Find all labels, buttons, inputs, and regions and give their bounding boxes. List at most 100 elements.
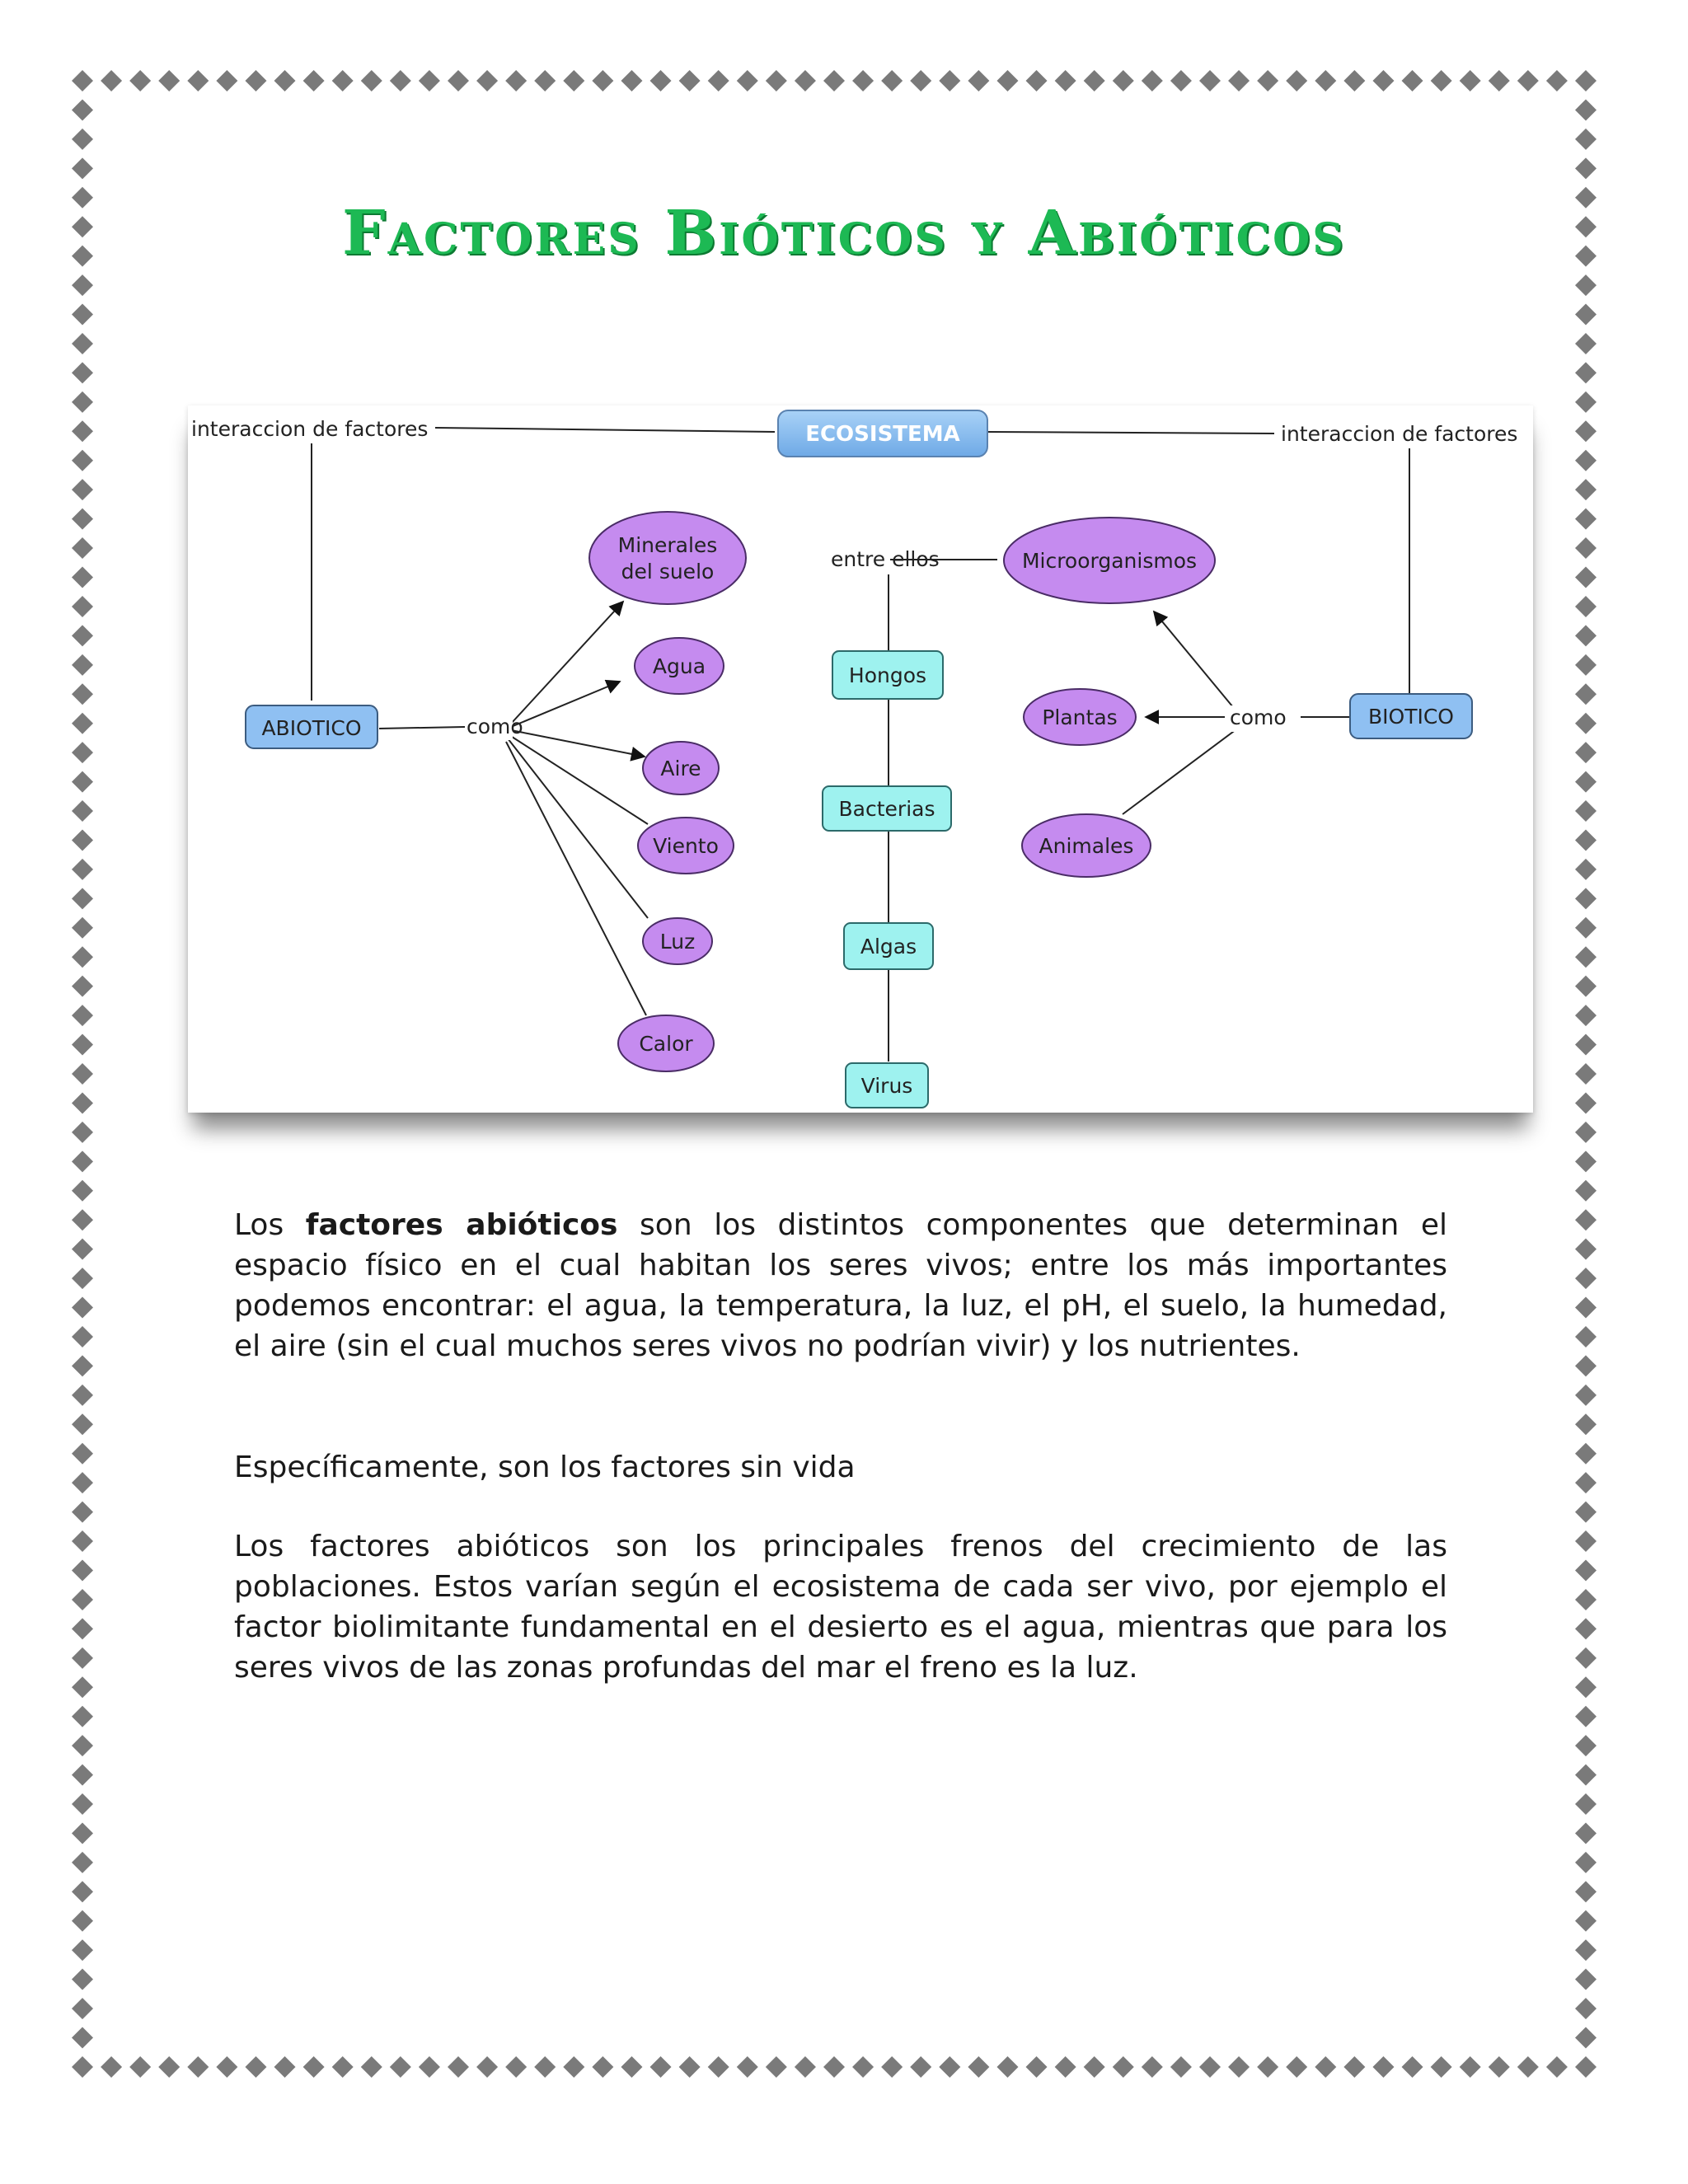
border-diamond	[448, 2056, 469, 2078]
svg-text:Microorganismos: Microorganismos	[1022, 549, 1197, 573]
node-plantas: Plantas	[1023, 688, 1137, 746]
border-diamond	[823, 70, 845, 91]
border-diamond	[72, 1910, 93, 1932]
border-diamond	[72, 1764, 93, 1786]
border-diamond	[1083, 2056, 1105, 2078]
border-diamond	[1575, 1033, 1597, 1056]
border-diamond	[1517, 2056, 1539, 2078]
link-como-right: como	[1230, 705, 1287, 729]
border-diamond	[72, 157, 93, 180]
border-diamond	[1112, 70, 1134, 91]
border-diamond	[794, 2056, 816, 2078]
border-diamond	[1575, 128, 1597, 150]
border-diamond	[158, 70, 181, 91]
border-diamond	[1170, 2056, 1192, 2078]
border-diamond	[1141, 70, 1163, 91]
border-diamond	[1083, 70, 1105, 91]
border-diamond	[563, 70, 585, 91]
concept-map: interaccion de factores interaccion de f…	[188, 405, 1533, 1113]
border-diamond	[1575, 1647, 1597, 1669]
border-diamond	[72, 1647, 93, 1669]
border-diamond	[72, 566, 93, 588]
border-diamond	[72, 245, 93, 267]
border-diamond	[649, 70, 672, 91]
border-diamond	[1228, 2056, 1250, 2078]
border-diamond	[1575, 508, 1597, 530]
border-diamond	[1430, 70, 1452, 91]
border-diamond	[72, 274, 93, 297]
border-diamond	[534, 2056, 556, 2078]
border-diamond	[216, 70, 238, 91]
border-diamond	[1141, 2056, 1163, 2078]
border-diamond	[1401, 2056, 1423, 2078]
border-diamond	[72, 1442, 93, 1465]
border-diamond	[1575, 1998, 1597, 2020]
border-diamond	[1488, 70, 1510, 91]
border-diamond	[1575, 1588, 1597, 1610]
border-diamond	[1575, 274, 1597, 297]
border-diamond	[1575, 332, 1597, 354]
border-diamond	[1575, 595, 1597, 617]
border-diamond	[1575, 1472, 1597, 1494]
border-diamond	[389, 2056, 411, 2078]
border-diamond	[187, 70, 209, 91]
svg-text:Viento: Viento	[653, 834, 719, 858]
border-diamond	[72, 829, 93, 851]
link-interaccion-right: interaccion de factores	[1281, 422, 1517, 446]
border-diamond	[72, 479, 93, 501]
border-diamond	[72, 975, 93, 997]
border-diamond	[881, 70, 903, 91]
border-diamond	[72, 1472, 93, 1494]
svg-text:Agua: Agua	[653, 654, 706, 678]
border-diamond	[1575, 1268, 1597, 1290]
border-diamond	[1228, 70, 1250, 91]
border-diamond	[1575, 1384, 1597, 1406]
node-hongos: Hongos	[832, 650, 944, 700]
border-diamond	[72, 391, 93, 413]
border-diamond	[72, 420, 93, 443]
border-diamond	[1575, 742, 1597, 764]
border-diamond	[245, 70, 267, 91]
border-diamond	[476, 2056, 499, 2078]
border-diamond	[1575, 1151, 1597, 1173]
border-diamond	[881, 2056, 903, 2078]
border-diamond	[939, 2056, 961, 2078]
node-calor: Calor	[617, 1015, 715, 1072]
node-animales: Animales	[1021, 813, 1151, 878]
border-diamond	[72, 1063, 93, 1085]
node-biotico: BIOTICO	[1349, 693, 1473, 739]
border-diamond	[1459, 70, 1481, 91]
svg-text:Algas: Algas	[860, 935, 917, 958]
border-diamond	[1575, 1764, 1597, 1786]
border-diamond	[302, 70, 325, 91]
border-diamond	[1575, 1355, 1597, 1377]
border-diamond	[1575, 303, 1597, 326]
border-diamond	[1199, 2056, 1221, 2078]
border-diamond	[1575, 1092, 1597, 1114]
border-diamond	[72, 128, 93, 150]
border-diamond	[1575, 1238, 1597, 1260]
paragraph-sin-vida: Específicamente, son los factores sin vi…	[234, 1451, 856, 1484]
paragraph-frenos: Los factores abióticos son los principal…	[234, 1530, 1447, 1685]
border-diamond	[1315, 70, 1337, 91]
border-diamond	[534, 70, 556, 91]
border-diamond	[1459, 2056, 1481, 2078]
border-diamond	[72, 595, 93, 617]
border-diamond	[101, 2056, 123, 2078]
border-diamond	[1488, 2056, 1510, 2078]
node-microorganismos: Microorganismos	[1003, 517, 1216, 604]
border-diamond	[331, 2056, 354, 2078]
border-diamond	[1545, 2056, 1568, 2078]
border-diamond	[72, 508, 93, 530]
border-diamond	[72, 1296, 93, 1319]
border-diamond	[72, 1179, 93, 1202]
border-diamond	[1430, 2056, 1452, 2078]
border-diamond	[678, 70, 701, 91]
border-diamond	[1575, 654, 1597, 676]
svg-text:Aire: Aire	[660, 757, 701, 780]
border-diamond	[765, 2056, 787, 2078]
border-diamond	[1575, 2056, 1597, 2078]
border-diamond	[72, 1735, 93, 1757]
border-diamond	[72, 683, 93, 705]
